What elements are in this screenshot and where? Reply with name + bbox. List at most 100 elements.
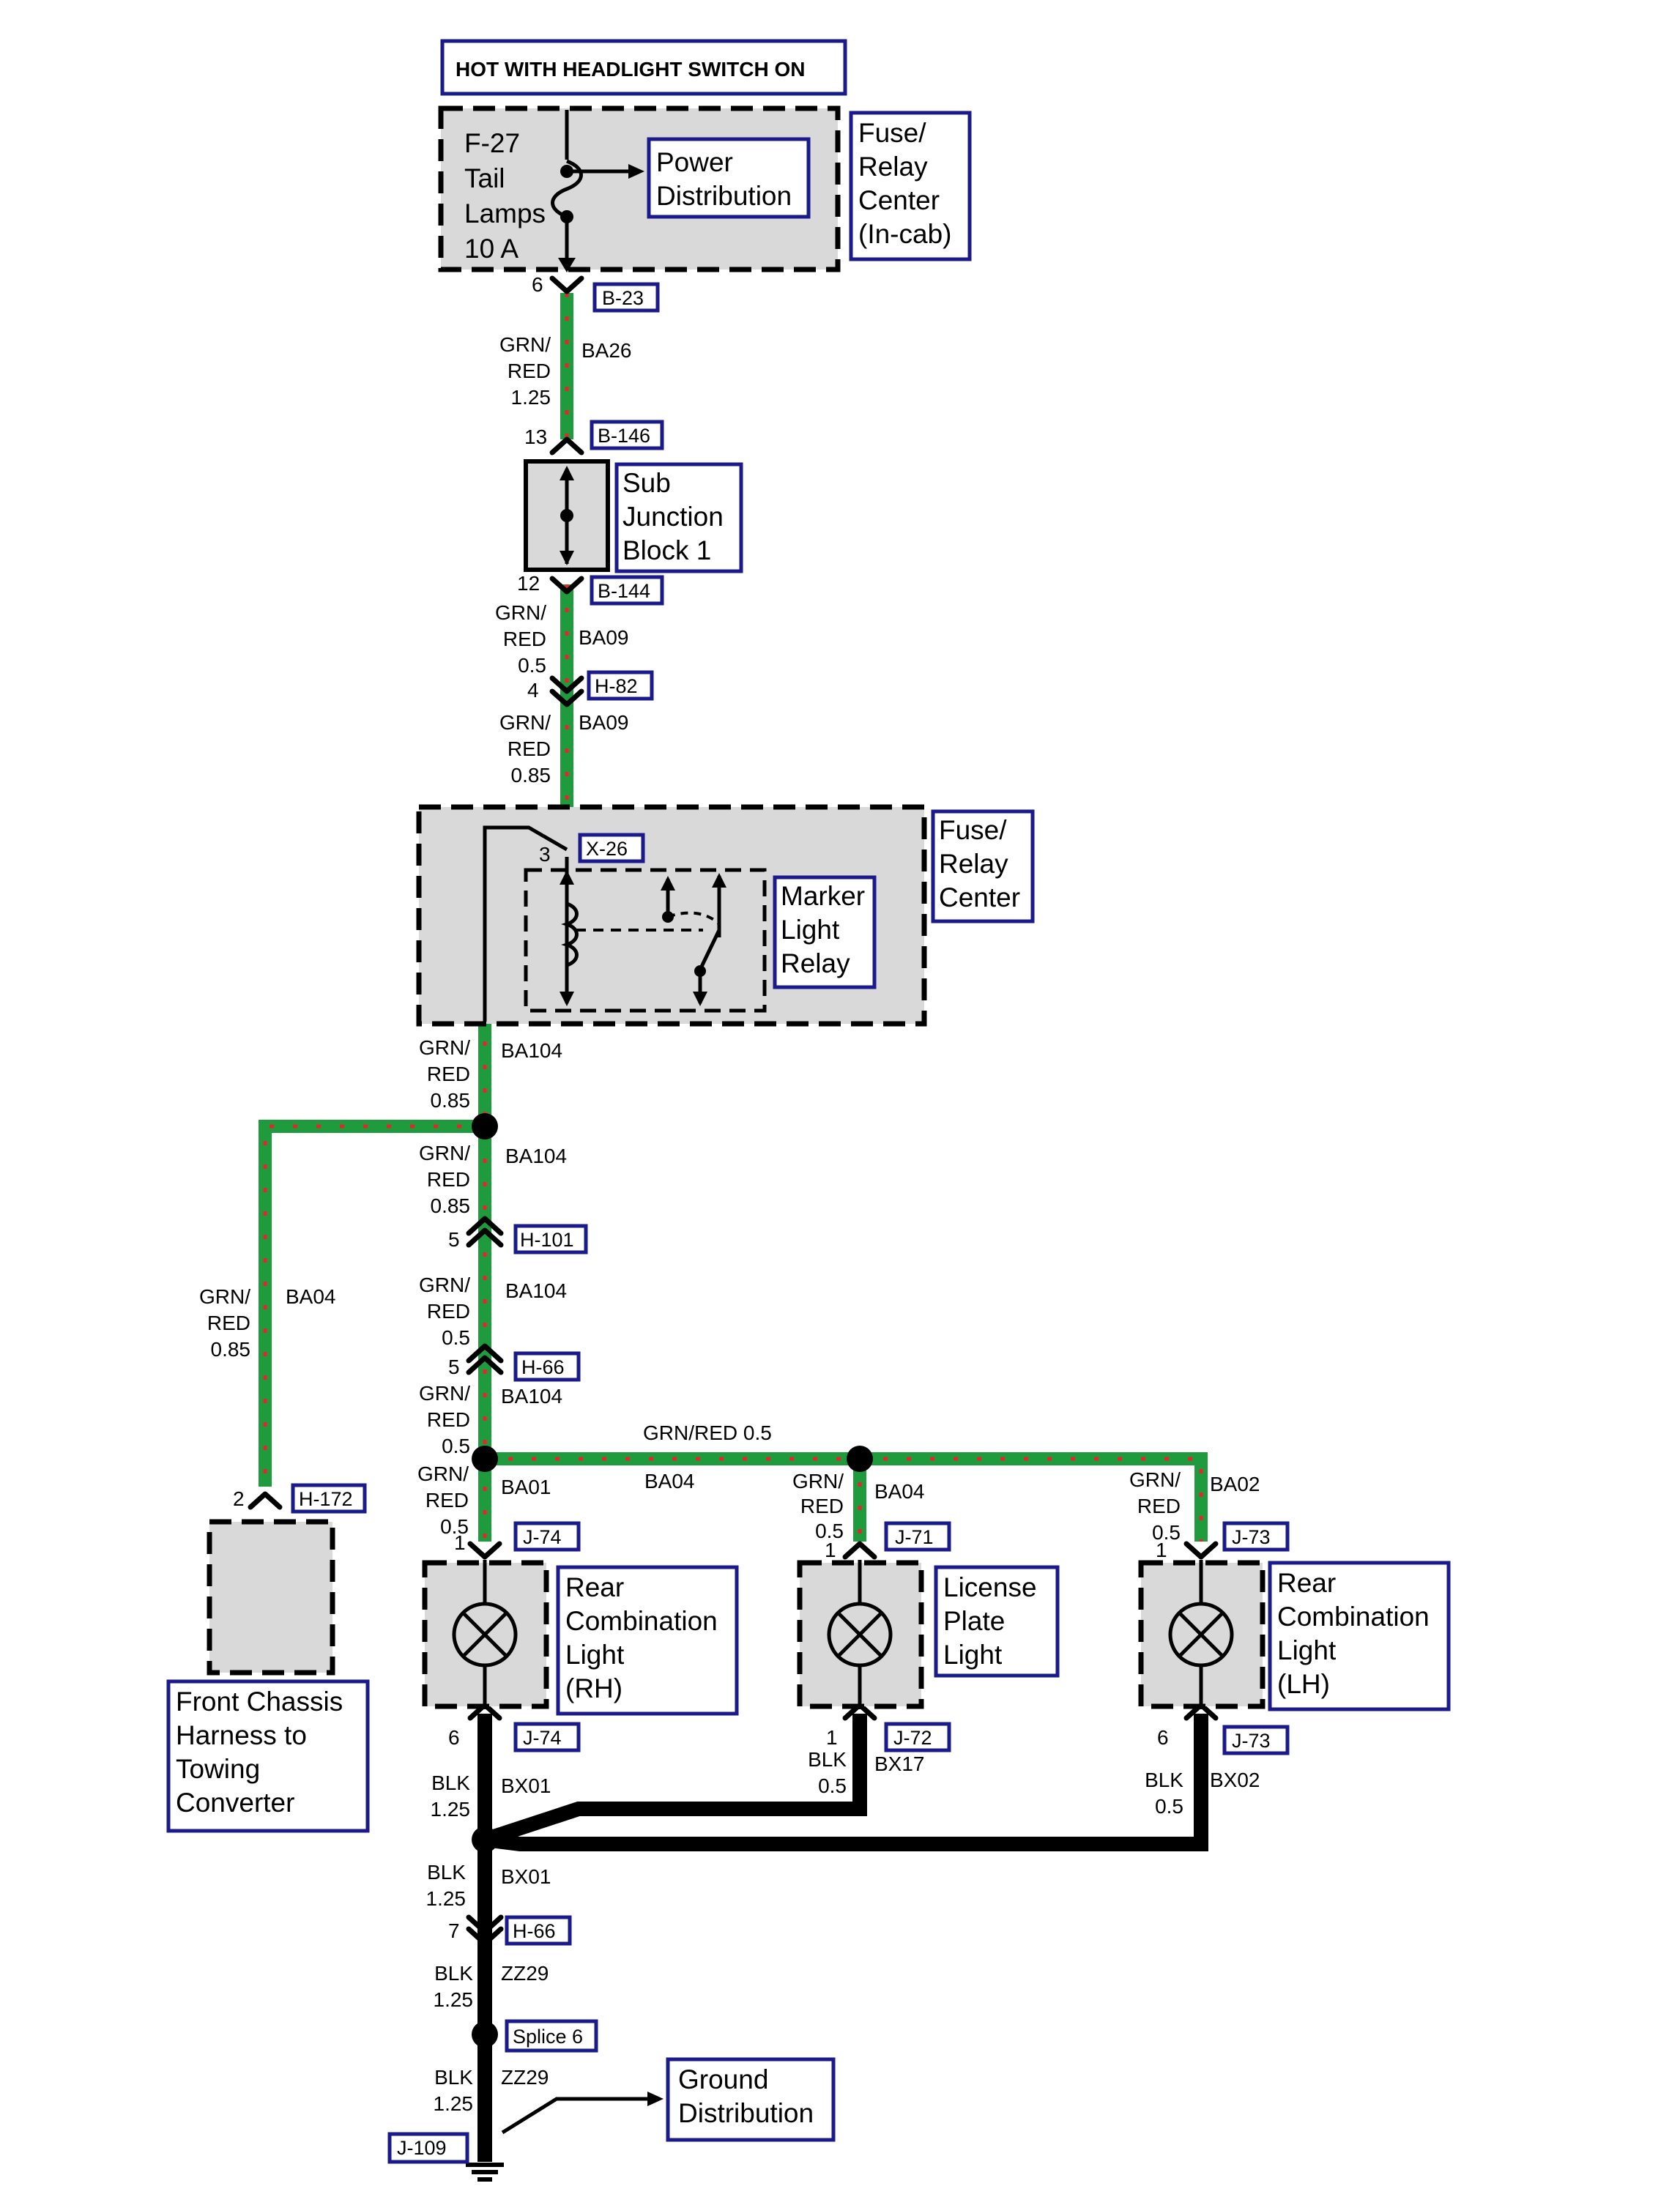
svg-text:1.25: 1.25: [431, 1798, 471, 1821]
connector-b23-icon: [549, 275, 584, 294]
tag-j74b: J-74: [523, 1727, 562, 1749]
pin-j74a: 1: [454, 1531, 466, 1554]
rear-lh-label-box: [1268, 1561, 1451, 1711]
front-chassis-label-4: Converter: [176, 1788, 294, 1818]
svg-text:1.25: 1.25: [511, 386, 551, 409]
front-chassis-label-2: Harness to: [176, 1720, 307, 1750]
connector-j71-icon: [842, 1541, 877, 1560]
svg-text:1.25: 1.25: [434, 1988, 474, 2011]
license-label-3: Light: [943, 1640, 1003, 1670]
svg-text:RED: RED: [1137, 1495, 1181, 1517]
tag-j73b: J-73: [1232, 1730, 1271, 1752]
svg-text:BLK: BLK: [431, 1772, 470, 1794]
svg-text:BLK: BLK: [427, 1861, 466, 1884]
in-cab-label-4: (In-cab): [858, 219, 951, 249]
svg-text:GRN/: GRN/: [419, 1274, 470, 1296]
svg-text:BA04: BA04: [644, 1470, 695, 1492]
splice-6-node: [472, 2021, 498, 2048]
relay-contact-arrow-icon: [661, 876, 675, 891]
svg-text:0.85: 0.85: [431, 1194, 471, 1217]
in-cab-label-3: Center: [858, 185, 940, 215]
svg-text:BX01: BX01: [501, 1774, 551, 1797]
relay-switch-blade: [698, 929, 721, 971]
in-cab-label-1: Fuse/: [858, 118, 926, 148]
rear-rh-label-3: Light: [565, 1640, 625, 1670]
svg-text:BLK: BLK: [434, 2066, 473, 2089]
front-chassis-label-1: Front Chassis: [176, 1687, 343, 1717]
ground-dist-arrow-icon: [647, 2092, 664, 2106]
svg-text:BA104: BA104: [505, 1145, 567, 1167]
svg-text:RED: RED: [427, 1300, 470, 1323]
pin-h66b: 7: [448, 1919, 460, 1942]
relay-coil-icon: [561, 902, 579, 967]
svg-text:GRN/: GRN/: [499, 333, 551, 356]
svg-text:GRN/: GRN/: [495, 601, 546, 624]
in-cab-label-box: [849, 111, 972, 261]
ground-dist-arrow-line: [501, 2097, 652, 2135]
tag-h172: H-172: [299, 1488, 353, 1510]
marker-light-relay: [524, 868, 767, 1013]
svg-text:GRN/: GRN/: [792, 1470, 844, 1492]
svg-text:0.5: 0.5: [440, 1515, 469, 1538]
svg-text:1.25: 1.25: [434, 2092, 474, 2115]
pin-b144: 12: [517, 572, 540, 595]
connector-h66a-icon: [466, 1343, 504, 1375]
green-red-wires: [259, 293, 1208, 1542]
power-distribution-label-2: Distribution: [656, 181, 792, 211]
connector-j74a-icon: [467, 1541, 502, 1560]
front-chassis-component: [207, 1519, 335, 1676]
pin-j71: 1: [825, 1539, 836, 1561]
header-box: [440, 39, 847, 96]
svg-text:GRN/RED 0.5: GRN/RED 0.5: [643, 1421, 772, 1444]
svg-text:GRN/: GRN/: [199, 1285, 250, 1308]
svg-text:RED: RED: [427, 1408, 470, 1431]
svg-text:BLK: BLK: [1145, 1769, 1183, 1791]
connector-b144-icon: [549, 576, 584, 595]
pin-h82: 4: [527, 679, 539, 702]
fuse-relay-center-label-box: [931, 809, 1035, 923]
pin-j73b: 6: [1157, 1726, 1169, 1749]
svg-text:BX01: BX01: [501, 1865, 551, 1888]
rear-rh-label-box: [556, 1565, 739, 1716]
rear-lh-label-1: Rear: [1277, 1568, 1336, 1598]
tag-j74a: J-74: [523, 1526, 562, 1548]
relay-arrow-icon-1: [560, 870, 574, 885]
fuse-name-2: Lamps: [464, 198, 546, 228]
splice-ba04-node: [847, 1446, 873, 1472]
svg-text:0.5: 0.5: [518, 654, 546, 677]
black-wires: [477, 1714, 1208, 2162]
relay-arrow-icon-2: [560, 992, 574, 1006]
relay-label-1: Marker: [781, 881, 865, 911]
power-distribution-box: [647, 137, 811, 219]
svg-text:GRN/: GRN/: [419, 1382, 470, 1405]
front-chassis-label-box: [166, 1679, 370, 1833]
relay-feed-wire: [483, 825, 568, 1022]
svg-text:BA09: BA09: [579, 711, 629, 734]
sub-junction-arrow-down-icon: [560, 551, 574, 565]
sub-junction-node: [560, 509, 573, 522]
sub-junction-label-1: Sub: [622, 468, 671, 498]
ground-distribution-label-1: Ground: [678, 2064, 768, 2094]
svg-text:0.5: 0.5: [442, 1435, 470, 1457]
svg-text:RED: RED: [425, 1489, 469, 1512]
svg-text:GRN/: GRN/: [419, 1036, 470, 1059]
fuse-relay-center-label-3: Center: [939, 882, 1020, 912]
splice-ba104-node: [472, 1113, 498, 1140]
connector-j73a-icon: [1183, 1541, 1219, 1560]
svg-text:RED: RED: [508, 360, 551, 382]
fuse-rating: 10 A: [464, 234, 519, 264]
svg-text:BA04: BA04: [286, 1285, 336, 1308]
rear-rh-label-2: Combination: [565, 1606, 718, 1636]
svg-text:RED: RED: [508, 737, 551, 760]
svg-text:BA02: BA02: [1210, 1473, 1260, 1495]
power-dist-arrow-icon: [628, 164, 644, 179]
front-chassis-label-3: Towing: [176, 1754, 260, 1784]
relay-label-3: Relay: [781, 948, 850, 978]
connector-tags: B-23 B-146 B-144 H-82 X-26 H-101 H-66 H-…: [291, 282, 1290, 2164]
svg-text:0.5: 0.5: [818, 1774, 847, 1797]
pin-j74b: 6: [448, 1726, 460, 1749]
rear-combination-light-lh: [1138, 1560, 1265, 1709]
connector-h101-icon: [466, 1216, 504, 1248]
svg-text:0.5: 0.5: [815, 1520, 844, 1542]
license-label-1: License: [943, 1572, 1037, 1602]
